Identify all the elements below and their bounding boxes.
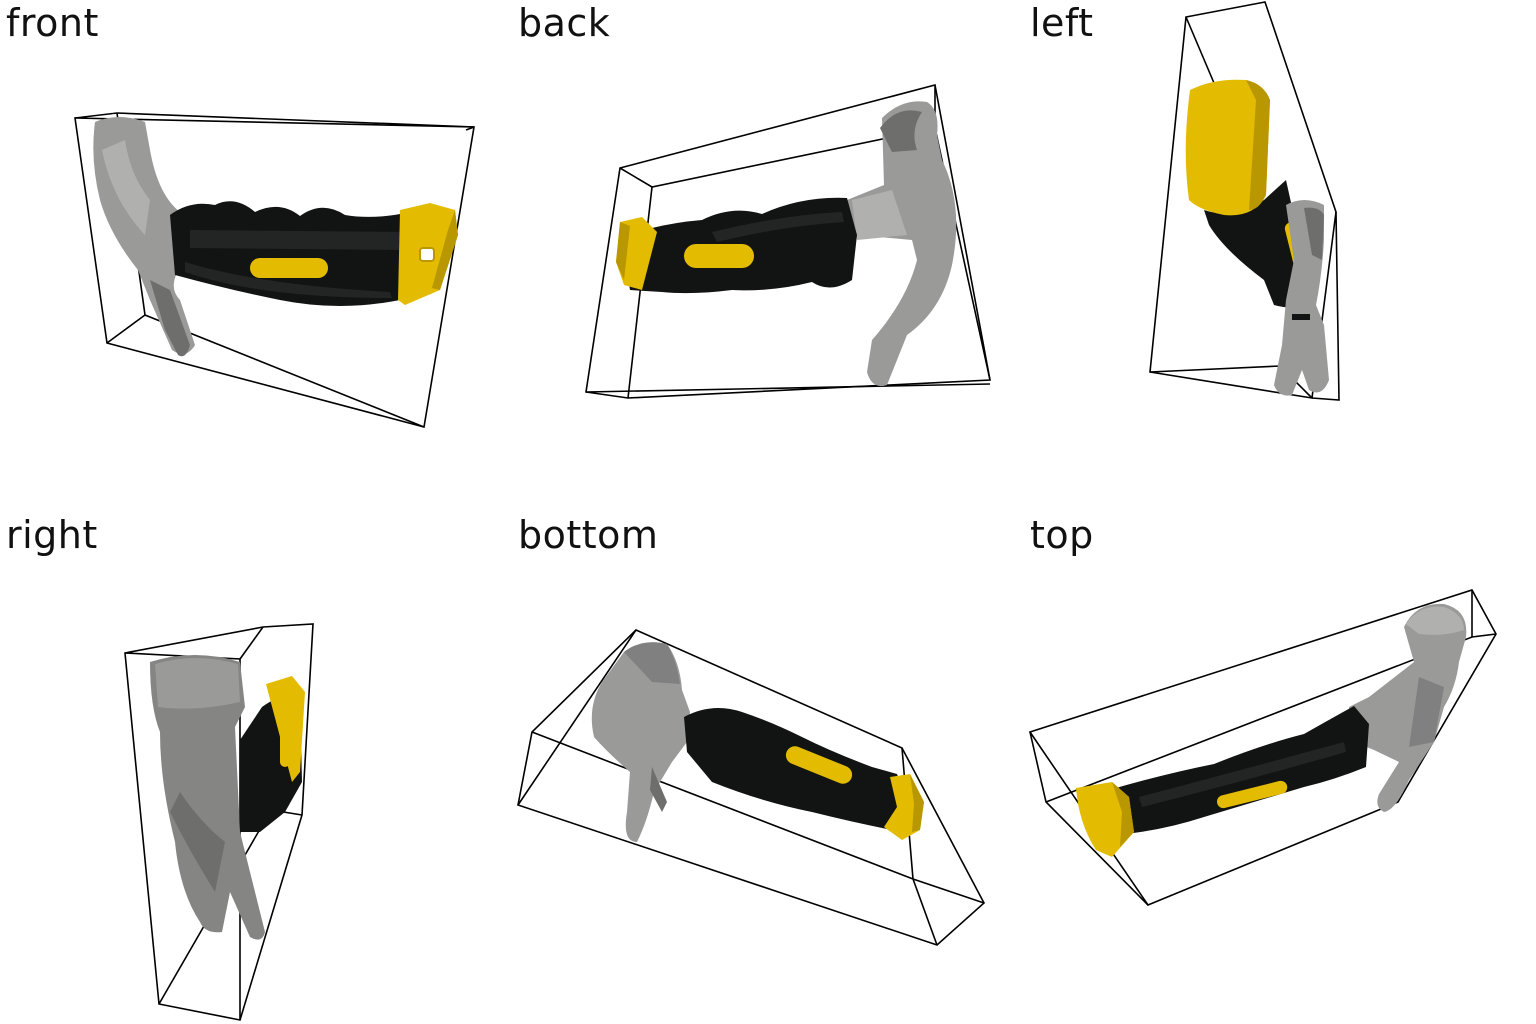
hammer-render-right	[124, 623, 314, 1021]
view-label-top: top	[1030, 513, 1094, 557]
view-label-right: right	[6, 513, 98, 557]
bounding-box	[585, 84, 991, 399]
hammer-head	[1349, 603, 1467, 812]
hammer-head	[1274, 200, 1329, 396]
hammer-handle	[240, 676, 305, 832]
hammer-handle	[684, 708, 924, 840]
view-label-left: left	[1030, 1, 1094, 45]
hammer-render-back	[585, 84, 991, 399]
hammer-handle	[616, 197, 857, 294]
hammer-render-left	[1149, 1, 1340, 401]
hammer-handle	[1076, 706, 1369, 857]
hammer-render-bottom	[516, 628, 985, 946]
bounding-box	[1028, 589, 1497, 906]
hammer-render-front	[74, 112, 475, 428]
hammer-handle	[170, 201, 458, 306]
panel-left: left	[1024, 0, 1536, 512]
hammer-head	[150, 655, 265, 940]
hammer-render-top	[1028, 589, 1497, 906]
view-label-front: front	[6, 1, 99, 45]
panel-right: right	[0, 512, 512, 1024]
panel-back: back	[512, 0, 1024, 512]
panel-front: front	[0, 0, 512, 512]
panel-top: top	[1024, 512, 1536, 1024]
hammer-head	[847, 101, 957, 387]
panel-bottom: bottom	[512, 512, 1024, 1024]
hammer-handle	[1185, 79, 1309, 308]
view-label-bottom: bottom	[518, 513, 659, 557]
hammer-head	[93, 117, 195, 357]
hammer-head	[591, 642, 690, 842]
view-label-back: back	[518, 1, 611, 45]
